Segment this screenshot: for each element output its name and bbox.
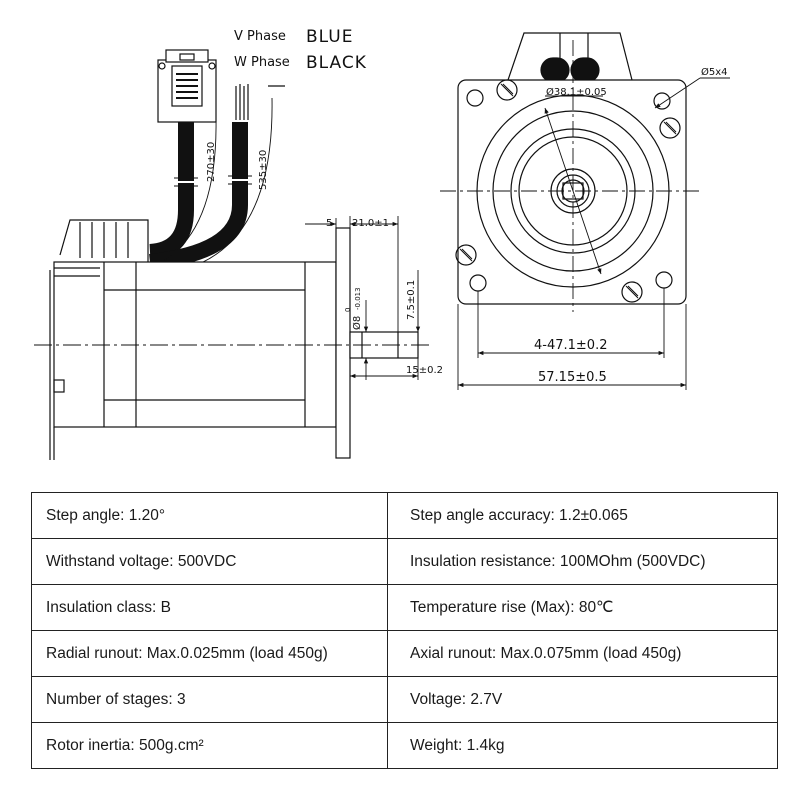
spec-number-of-stages: Number of stages: 3	[31, 676, 388, 723]
spec-radial-runout: Radial runout: Max.0.025mm (load 450g)	[31, 630, 388, 677]
table-row: Number of stages: 3 Voltage: 2.7V	[31, 676, 778, 723]
wire-ends	[235, 84, 285, 120]
cable-exit	[507, 32, 633, 83]
spec-step-angle-accuracy: Step angle accuracy: 1.2±0.065	[387, 492, 778, 539]
spec-rotor-inertia: Rotor inertia: 500g.cm²	[31, 722, 388, 769]
dim-shaft-tol-upper: 0	[344, 308, 352, 312]
w-phase-color: BLACK	[306, 53, 367, 73]
v-phase-label: V Phase	[234, 29, 286, 44]
spec-insulation-class: Insulation class: B	[31, 584, 388, 631]
dim-flat-15: 15±0.2	[406, 365, 443, 376]
dim-flat-7-5: 7.5±0.1	[406, 280, 417, 320]
table-row: Step angle: 1.20° Step angle accuracy: 1…	[31, 492, 778, 539]
dim-shaft-21: 21.0±1	[352, 218, 389, 229]
dim-hole-spacing: 4-47.1±0.2	[534, 338, 607, 353]
dim-mounting-holes: Ø5x4	[701, 66, 728, 78]
spec-withstand-voltage: Withstand voltage: 500VDC	[31, 538, 388, 585]
cable-length-535: 535±30	[258, 150, 269, 190]
spec-step-angle: Step angle: 1.20°	[31, 492, 388, 539]
cable-1	[149, 122, 194, 260]
connector	[157, 49, 217, 123]
spec-insulation-resistance: Insulation resistance: 100MOhm (500VDC)	[387, 538, 778, 585]
spec-temperature-rise: Temperature rise (Max): 80℃	[387, 584, 778, 631]
dim-pilot-diameter: Ø38.1±0.05	[546, 86, 607, 98]
spec-weight: Weight: 1.4kg	[387, 722, 778, 769]
motor-technical-drawing: V Phase BLUE W Phase BLACK 270±30 535±30…	[34, 27, 730, 460]
w-phase-label: W Phase	[234, 55, 290, 70]
side-dimensions	[305, 216, 421, 380]
dim-shaft-tol-lower: -0.013	[354, 287, 362, 310]
v-phase-color: BLUE	[306, 27, 353, 47]
dim-flange-5: 5	[326, 218, 332, 229]
front-view-labels: Ø38.1±0.05 Ø5x4 4-47.1±0.2 57.15±0.5	[534, 66, 728, 385]
dim-shaft-dia: Ø8	[351, 316, 363, 330]
cable-2	[149, 122, 248, 270]
side-view	[34, 49, 430, 460]
table-row: Withstand voltage: 500VDC Insulation res…	[31, 538, 778, 585]
front-dimensions	[457, 288, 687, 390]
spec-voltage: Voltage: 2.7V	[387, 676, 778, 723]
front-view	[440, 32, 730, 390]
spec-axial-runout: Axial runout: Max.0.075mm (load 450g)	[387, 630, 778, 677]
screws	[455, 79, 681, 303]
motor-body	[49, 219, 419, 460]
table-row: Insulation class: B Temperature rise (Ma…	[31, 584, 778, 631]
table-row: Radial runout: Max.0.025mm (load 450g) A…	[31, 630, 778, 677]
cable-length-270: 270±30	[206, 142, 217, 182]
table-row: Rotor inertia: 500g.cm² Weight: 1.4kg	[31, 722, 778, 769]
side-view-labels: V Phase BLUE W Phase BLACK 270±30 535±30…	[206, 27, 443, 376]
spec-table: Step angle: 1.20° Step angle accuracy: 1…	[31, 492, 778, 769]
dim-flange-width: 57.15±0.5	[538, 370, 607, 385]
